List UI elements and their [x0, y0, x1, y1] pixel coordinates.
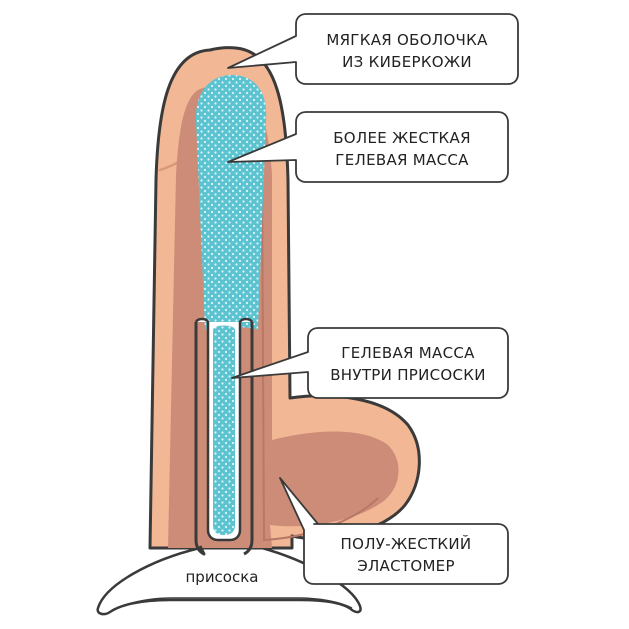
callout-elastomer-line2: ЭЛАСТОМЕР	[357, 557, 455, 575]
callout-skin-line2: ИЗ КИБЕРКОЖИ	[342, 53, 472, 71]
callout-suction-gel-line2: ВНУТРИ ПРИСОСКИ	[330, 366, 486, 384]
callout-suction-gel: ГЕЛЕВАЯ МАССА ВНУТРИ ПРИСОСКИ	[231, 327, 509, 399]
callout-suction-gel-line1: ГЕЛЕВАЯ МАССА	[341, 344, 475, 362]
suction-cup-base	[96, 546, 362, 616]
callout-firm-gel-line1: БОЛЕЕ ЖЕСТКАЯ	[333, 129, 471, 147]
callout-firm-gel-line2: ГЕЛЕВАЯ МАССА	[335, 151, 469, 169]
suction-cup-label: присоска	[185, 568, 258, 586]
callout-skin-line1: МЯГКАЯ ОБОЛОЧКА	[326, 31, 488, 49]
callout-elastomer-line1: ПОЛУ-ЖЕСТКИЙ	[341, 534, 472, 553]
callout-firm-gel: БОЛЕЕ ЖЕСТКАЯ ГЕЛЕВАЯ МАССА	[227, 111, 509, 183]
suction-gel-channel	[194, 317, 254, 556]
firm-gel-mass	[195, 75, 267, 330]
callout-elastomer: ПОЛУ-ЖЕСТКИЙ ЭЛАСТОМЕР	[279, 477, 509, 585]
callout-skin: МЯГКАЯ ОБОЛОЧКА ИЗ КИБЕРКОЖИ	[227, 13, 519, 85]
